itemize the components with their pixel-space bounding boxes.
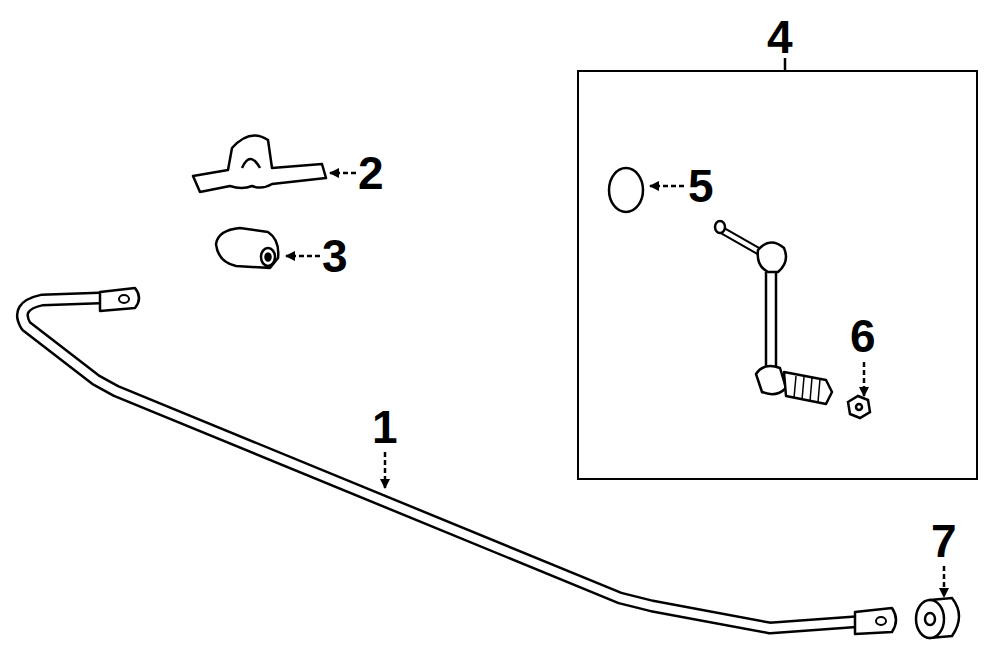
assembly-box: 4 — [577, 70, 978, 480]
nut — [848, 396, 870, 418]
stabilizer-link — [715, 221, 832, 404]
washer — [609, 168, 643, 212]
callout-number: 6 — [850, 313, 876, 359]
bar-bracket — [193, 136, 326, 193]
callout-number: 7 — [931, 518, 957, 564]
end-bushing — [916, 598, 959, 638]
bar-bushing — [216, 228, 278, 268]
callout-number: 2 — [358, 150, 384, 196]
leader-lines — [286, 58, 944, 597]
callout-number: 3 — [322, 233, 348, 279]
callout-number: 1 — [372, 404, 398, 450]
callout-number: 4 — [767, 14, 793, 60]
callout-number: 5 — [688, 163, 714, 209]
